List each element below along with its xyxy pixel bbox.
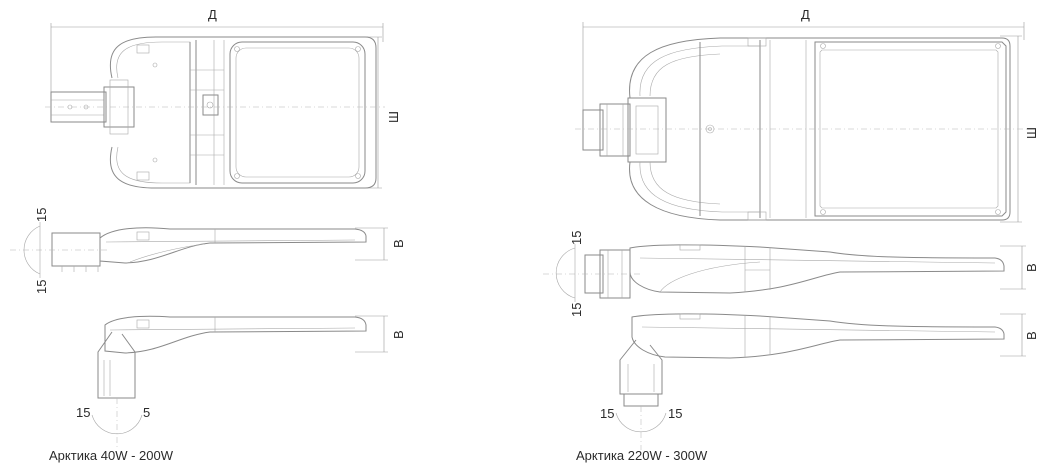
right-angle-bottom-1: 15 — [569, 303, 584, 317]
left-angle-left-2: 15 — [76, 405, 90, 420]
right-dim-length: Д — [801, 7, 810, 22]
right-side-view-2: В 15 15 — [600, 313, 1039, 450]
right-luminaire: Д Ш — [543, 7, 1039, 463]
right-top-view: Д Ш — [575, 7, 1039, 223]
right-dim-height-2: В — [1024, 331, 1039, 340]
right-dim-height-1: В — [1024, 263, 1039, 272]
right-dim-width: Ш — [1024, 127, 1039, 139]
left-dim-height-1: В — [391, 239, 406, 248]
left-top-view: Д Ш — [45, 7, 401, 189]
left-angle-right-2: 5 — [143, 405, 150, 420]
left-side-view-1: В 15 15 — [10, 208, 406, 294]
right-side-view-1: В 15 15 — [543, 231, 1039, 317]
left-dim-width: Ш — [386, 111, 401, 123]
left-dim-height-2: В — [391, 330, 406, 339]
left-dim-length: Д — [208, 7, 217, 22]
left-angle-top-1: 15 — [34, 208, 49, 222]
right-angle-left-2: 15 — [600, 406, 614, 421]
left-luminaire: Д Ш — [10, 7, 406, 463]
left-angle-bottom-1: 15 — [34, 280, 49, 294]
left-caption: Арктика 40W - 200W — [49, 448, 174, 463]
right-caption: Арктика 220W - 300W — [576, 448, 708, 463]
left-side-view-2: В 15 5 — [76, 315, 406, 448]
right-angle-right-2: 15 — [668, 406, 682, 421]
right-angle-top-1: 15 — [569, 231, 584, 245]
